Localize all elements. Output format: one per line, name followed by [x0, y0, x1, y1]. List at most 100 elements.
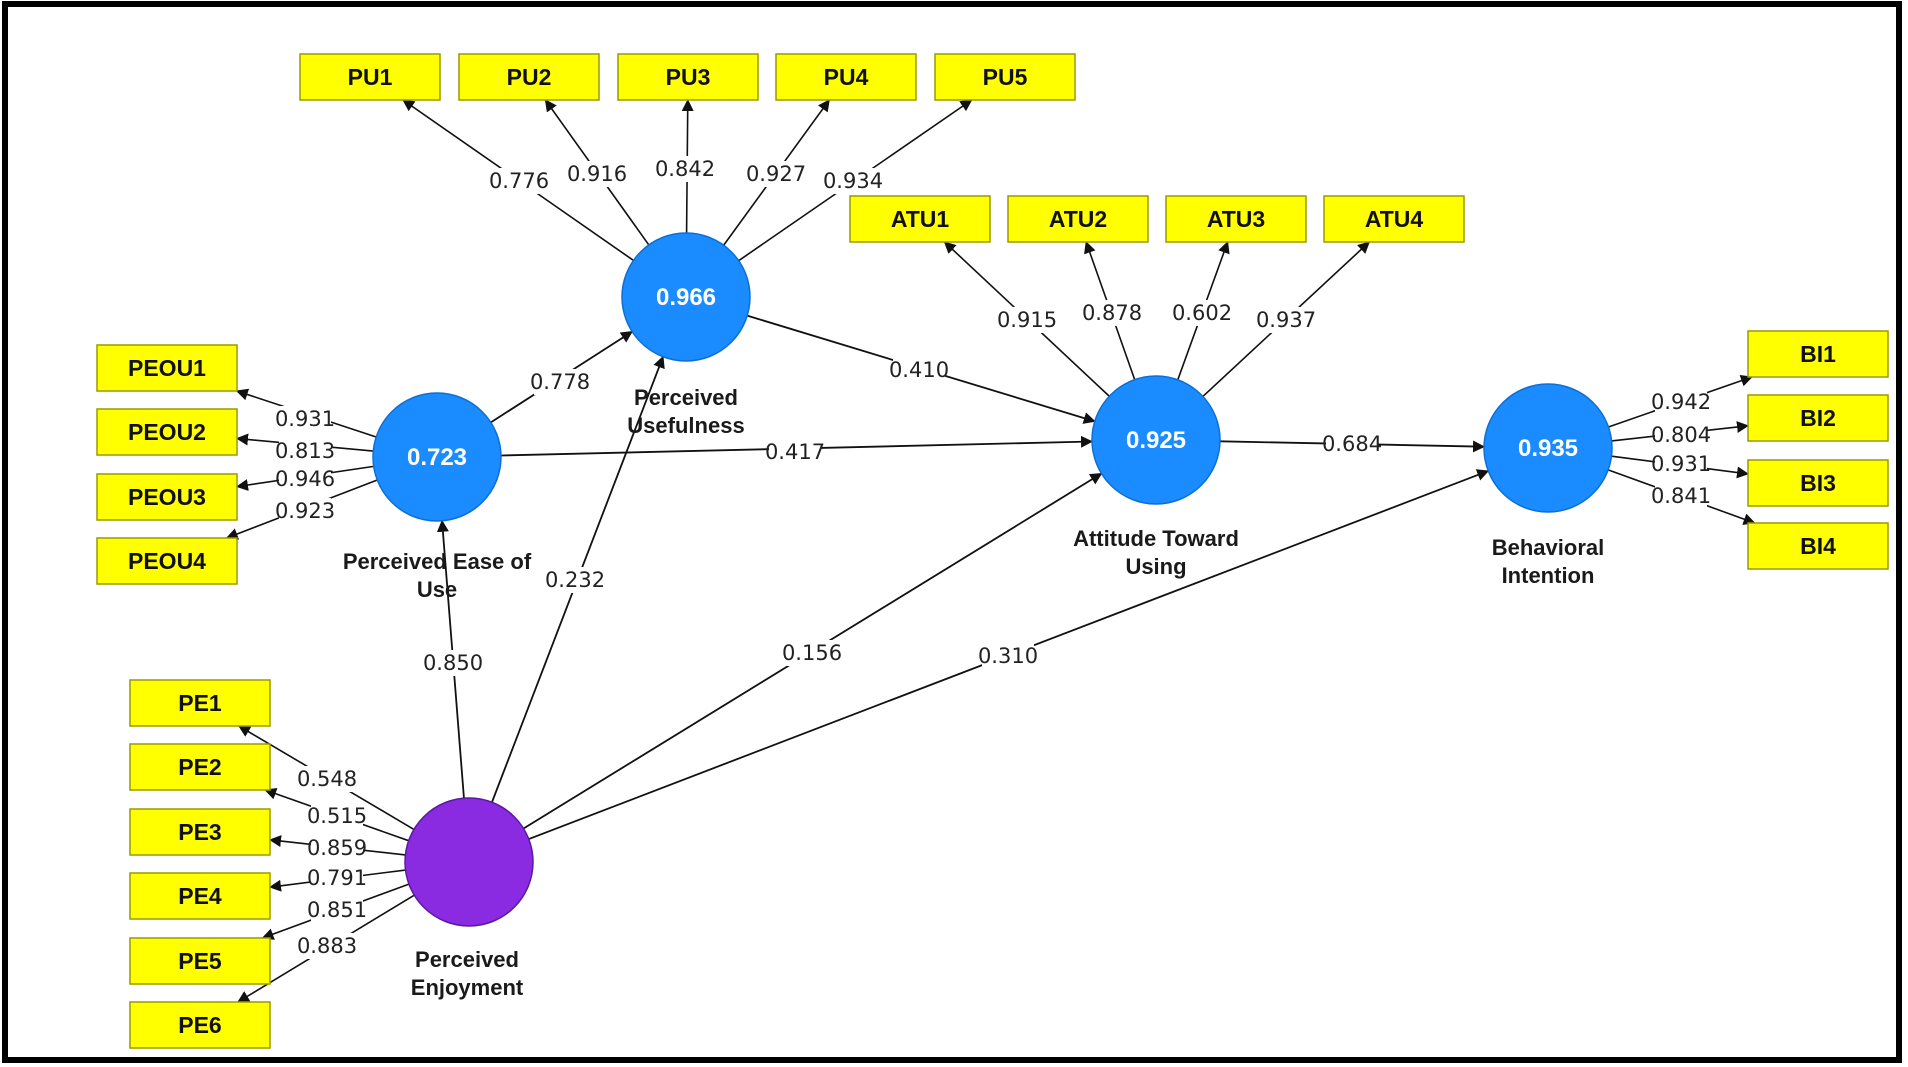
indicator-pe2[interactable]: PE2 [129, 743, 271, 791]
latent-circle [372, 392, 502, 522]
indicator-pu2[interactable]: PU2 [458, 53, 600, 101]
indicator-box [1165, 195, 1307, 243]
latent-circle [1483, 383, 1613, 513]
loading-atu2-label-bg [1086, 300, 1138, 326]
latent-pe[interactable] [404, 797, 534, 927]
indicator-pe1[interactable]: PE1 [129, 679, 271, 727]
indicator-pu5[interactable]: PU5 [934, 53, 1076, 101]
indicator-peou2[interactable]: PEOU2 [96, 408, 238, 456]
indicator-pu4[interactable]: PU4 [775, 53, 917, 101]
indicator-box [617, 53, 759, 101]
loading-pu2-label: 0.916 [567, 162, 627, 186]
path-peou-to-atu-label-bg [769, 439, 821, 465]
latent-circle [404, 797, 534, 927]
loading-pe6-label: 0.883 [297, 934, 357, 958]
loading-pe1-label: 0.548 [297, 767, 357, 791]
indicator-box [849, 195, 991, 243]
loading-pe5-label-bg [311, 897, 363, 923]
loading-peou2-label-bg [279, 438, 331, 464]
latent-label-line: Behavioral [1492, 535, 1605, 560]
indicator-bi2[interactable]: BI2 [1747, 394, 1889, 442]
indicator-pu3[interactable]: PU3 [617, 53, 759, 101]
loading-peou3-label-bg [279, 466, 331, 492]
latent-label-line: Perceived [415, 947, 519, 972]
loading-pe3-label-bg [311, 835, 363, 861]
indicator-peou3[interactable]: PEOU3 [96, 473, 238, 521]
indicator-box [129, 808, 271, 856]
latent-atu[interactable]: 0.925 [1091, 375, 1221, 505]
indicator-atu1[interactable]: ATU1 [849, 195, 991, 243]
indicator-name: PE6 [178, 1012, 221, 1038]
loading-bi1-label: 0.942 [1651, 390, 1711, 414]
loading-pu2-label-bg [571, 161, 623, 187]
path-peou-to-atu-label: 0.417 [765, 440, 825, 464]
indicator-bi1[interactable]: BI1 [1747, 330, 1889, 378]
indicator-atu4[interactable]: ATU4 [1323, 195, 1465, 243]
indicator-box [96, 537, 238, 585]
indicator-name: BI2 [1800, 405, 1836, 431]
indicator-pe5[interactable]: PE5 [129, 937, 271, 985]
latent-label-line: Enjoyment [411, 975, 524, 1000]
latent-peou[interactable]: 0.723 [372, 392, 502, 522]
indicator-atu2[interactable]: ATU2 [1007, 195, 1149, 243]
path-pe-to-pu-label: 0.232 [545, 568, 605, 592]
loading-bi3-label-bg [1655, 451, 1707, 477]
indicator-name: BI4 [1800, 533, 1836, 559]
latent-label-line: Perceived [634, 385, 738, 410]
indicator-name: PU4 [824, 64, 869, 90]
loading-pu5-label-bg [827, 168, 879, 194]
indicator-name: PU5 [983, 64, 1028, 90]
indicator-name: PE5 [178, 948, 222, 974]
indicator-box [1747, 330, 1889, 378]
loading-pu1-label: 0.776 [489, 169, 549, 193]
path-pe-to-bi-label: 0.310 [978, 644, 1038, 668]
indicator-name: PEOU2 [128, 419, 206, 445]
loading-bi2-label: 0.804 [1651, 423, 1711, 447]
indicator-box [96, 344, 238, 392]
indicator-box [129, 872, 271, 920]
loading-pe5-label: 0.851 [307, 898, 367, 922]
indicator-pu1[interactable]: PU1 [299, 53, 441, 101]
path-pu-to-atu-label-bg [893, 357, 945, 383]
loading-peou4-label-bg [279, 498, 331, 524]
indicator-pe3[interactable]: PE3 [129, 808, 271, 856]
indicator-box [1323, 195, 1465, 243]
indicator-bi3[interactable]: BI3 [1747, 459, 1889, 507]
indicator-name: ATU1 [891, 206, 950, 232]
latent-circle [1091, 375, 1221, 505]
latent-label-line: Perceived Ease of [343, 549, 532, 574]
indicator-atu3[interactable]: ATU3 [1165, 195, 1307, 243]
r-squared-value: 0.935 [1518, 435, 1578, 462]
path-pe-to-peou-label: 0.850 [423, 651, 483, 675]
indicator-box [1007, 195, 1149, 243]
indicator-pe4[interactable]: PE4 [129, 872, 271, 920]
latent-label-line: Use [417, 577, 457, 602]
indicator-pe6[interactable]: PE6 [129, 1001, 271, 1049]
latent-circle [621, 232, 751, 362]
latent-label-line: Attitude Toward [1073, 526, 1239, 551]
loading-pe2-label-bg [311, 803, 363, 829]
indicator-name: ATU3 [1207, 206, 1265, 232]
loading-pe6-label-bg [301, 933, 353, 959]
latent-bi[interactable]: 0.935 [1483, 383, 1613, 513]
path-pe-to-pu-label-bg [549, 567, 601, 593]
latent-pu[interactable]: 0.966 [621, 232, 751, 362]
loading-peou2-label: 0.813 [275, 439, 335, 463]
loading-pu3-label: 0.842 [655, 157, 715, 181]
indicator-name: BI3 [1800, 470, 1836, 496]
loading-atu4-label-bg [1260, 307, 1312, 333]
loading-pe3-label: 0.859 [307, 836, 367, 860]
loading-peou3-label: 0.946 [275, 467, 335, 491]
indicator-name: PE3 [178, 819, 221, 845]
path-peou-to-pu-label: 0.778 [530, 370, 590, 394]
indicator-peou4[interactable]: PEOU4 [96, 537, 238, 585]
indicator-box [775, 53, 917, 101]
loading-atu3-label-bg [1176, 300, 1228, 326]
indicator-box [129, 937, 271, 985]
indicator-bi4[interactable]: BI4 [1747, 522, 1889, 570]
indicator-peou1[interactable]: PEOU1 [96, 344, 238, 392]
indicator-box [129, 743, 271, 791]
loading-atu2-label: 0.878 [1082, 301, 1142, 325]
loading-pu3-label-bg [659, 156, 711, 182]
